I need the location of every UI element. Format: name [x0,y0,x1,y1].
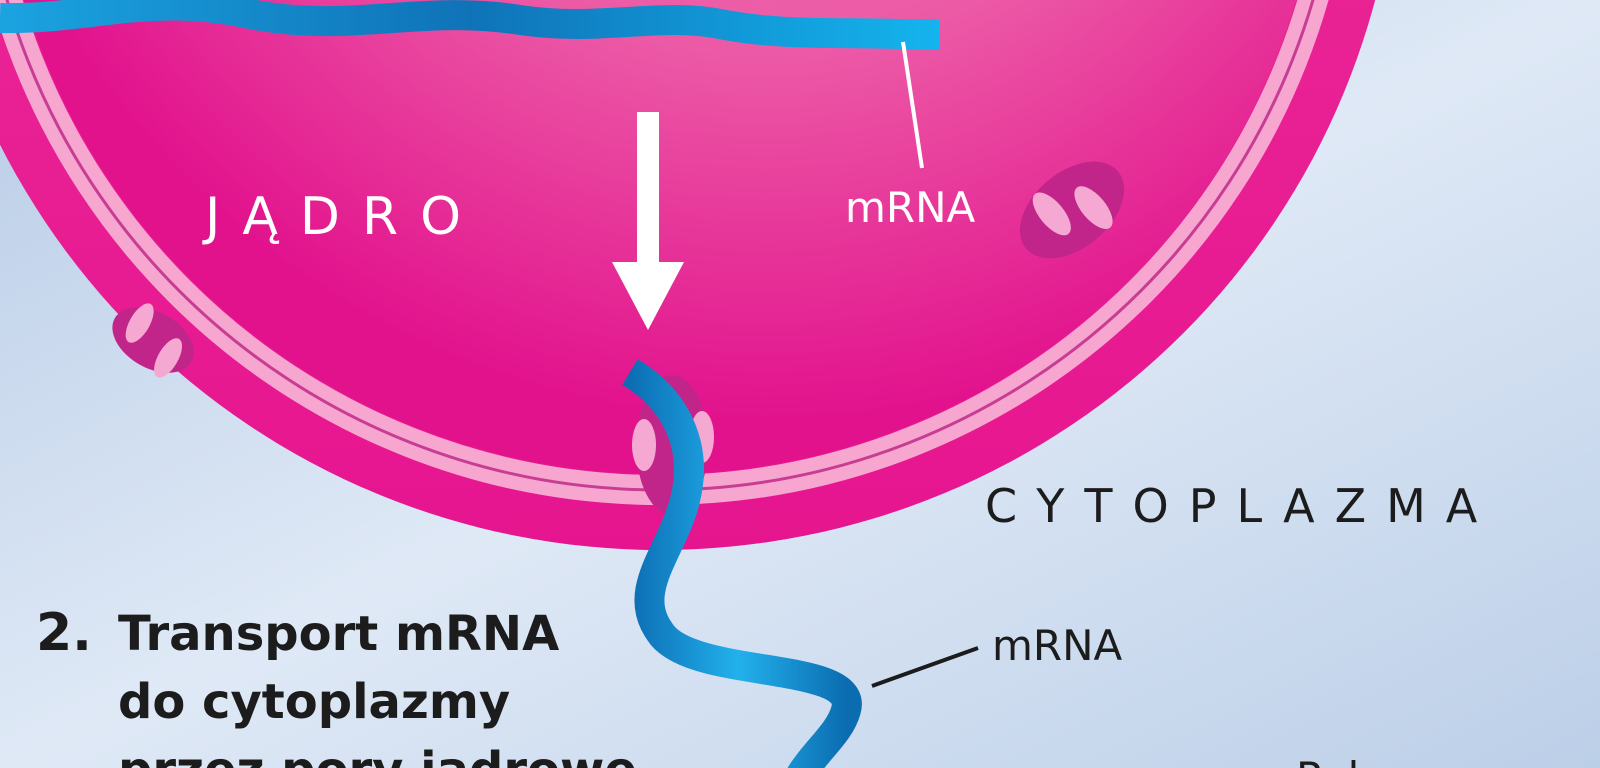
nucleus-interior [23,0,1297,474]
cytoplasm-label: CYTOPLAZMA [985,479,1497,533]
mrna-label-cytoplasm: mRNA [992,621,1123,670]
nuclear-pore-left [112,303,194,378]
step-title-line2: do cytoplazmy [118,674,510,730]
export-arrow [612,112,684,330]
mrna-strand-nucleus [0,0,940,49]
mrna-label-leader-top [901,41,924,169]
mrna-label-leader-bottom [871,646,979,688]
step-number: 2. [36,603,92,663]
nucleus-label: JĄDRO [202,187,483,247]
step-title-line3: przez pory jądrowe [118,742,637,768]
mrna-strand-cytoplasm [621,359,862,768]
ribosome-label: Rybosom [1296,753,1489,768]
step-title-line1: Transport mRNA [118,606,559,662]
mrna-label-nucleus: mRNA [845,183,976,232]
nuclear-pore-right [1019,161,1125,259]
